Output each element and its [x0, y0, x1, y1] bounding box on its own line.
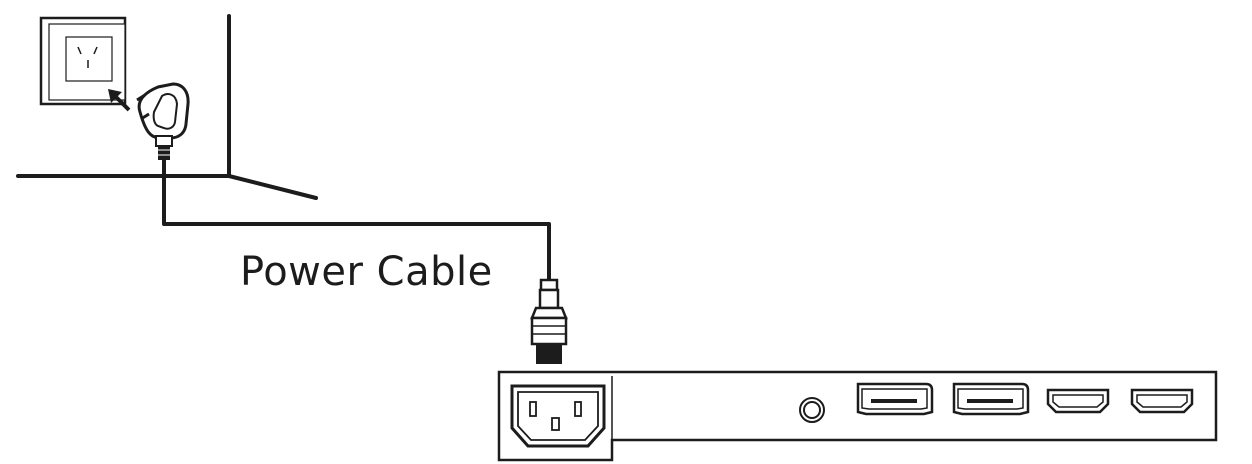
wall-plug	[136, 82, 190, 160]
displayport-1	[856, 382, 934, 416]
monitor-io-panel	[497, 370, 1218, 462]
ac-power-inlet	[510, 384, 606, 448]
wall-outlet	[39, 16, 127, 106]
power-cable-label: Power Cable	[240, 249, 493, 295]
hdmi-port-1	[1046, 388, 1110, 414]
room-corner	[16, 14, 318, 200]
insert-arrow-icon	[108, 89, 131, 112]
audio-jack	[799, 397, 825, 423]
iec-connector	[530, 278, 568, 364]
displayport-2	[952, 382, 1030, 416]
power-cable	[162, 158, 551, 284]
hdmi-port-2	[1130, 388, 1194, 414]
